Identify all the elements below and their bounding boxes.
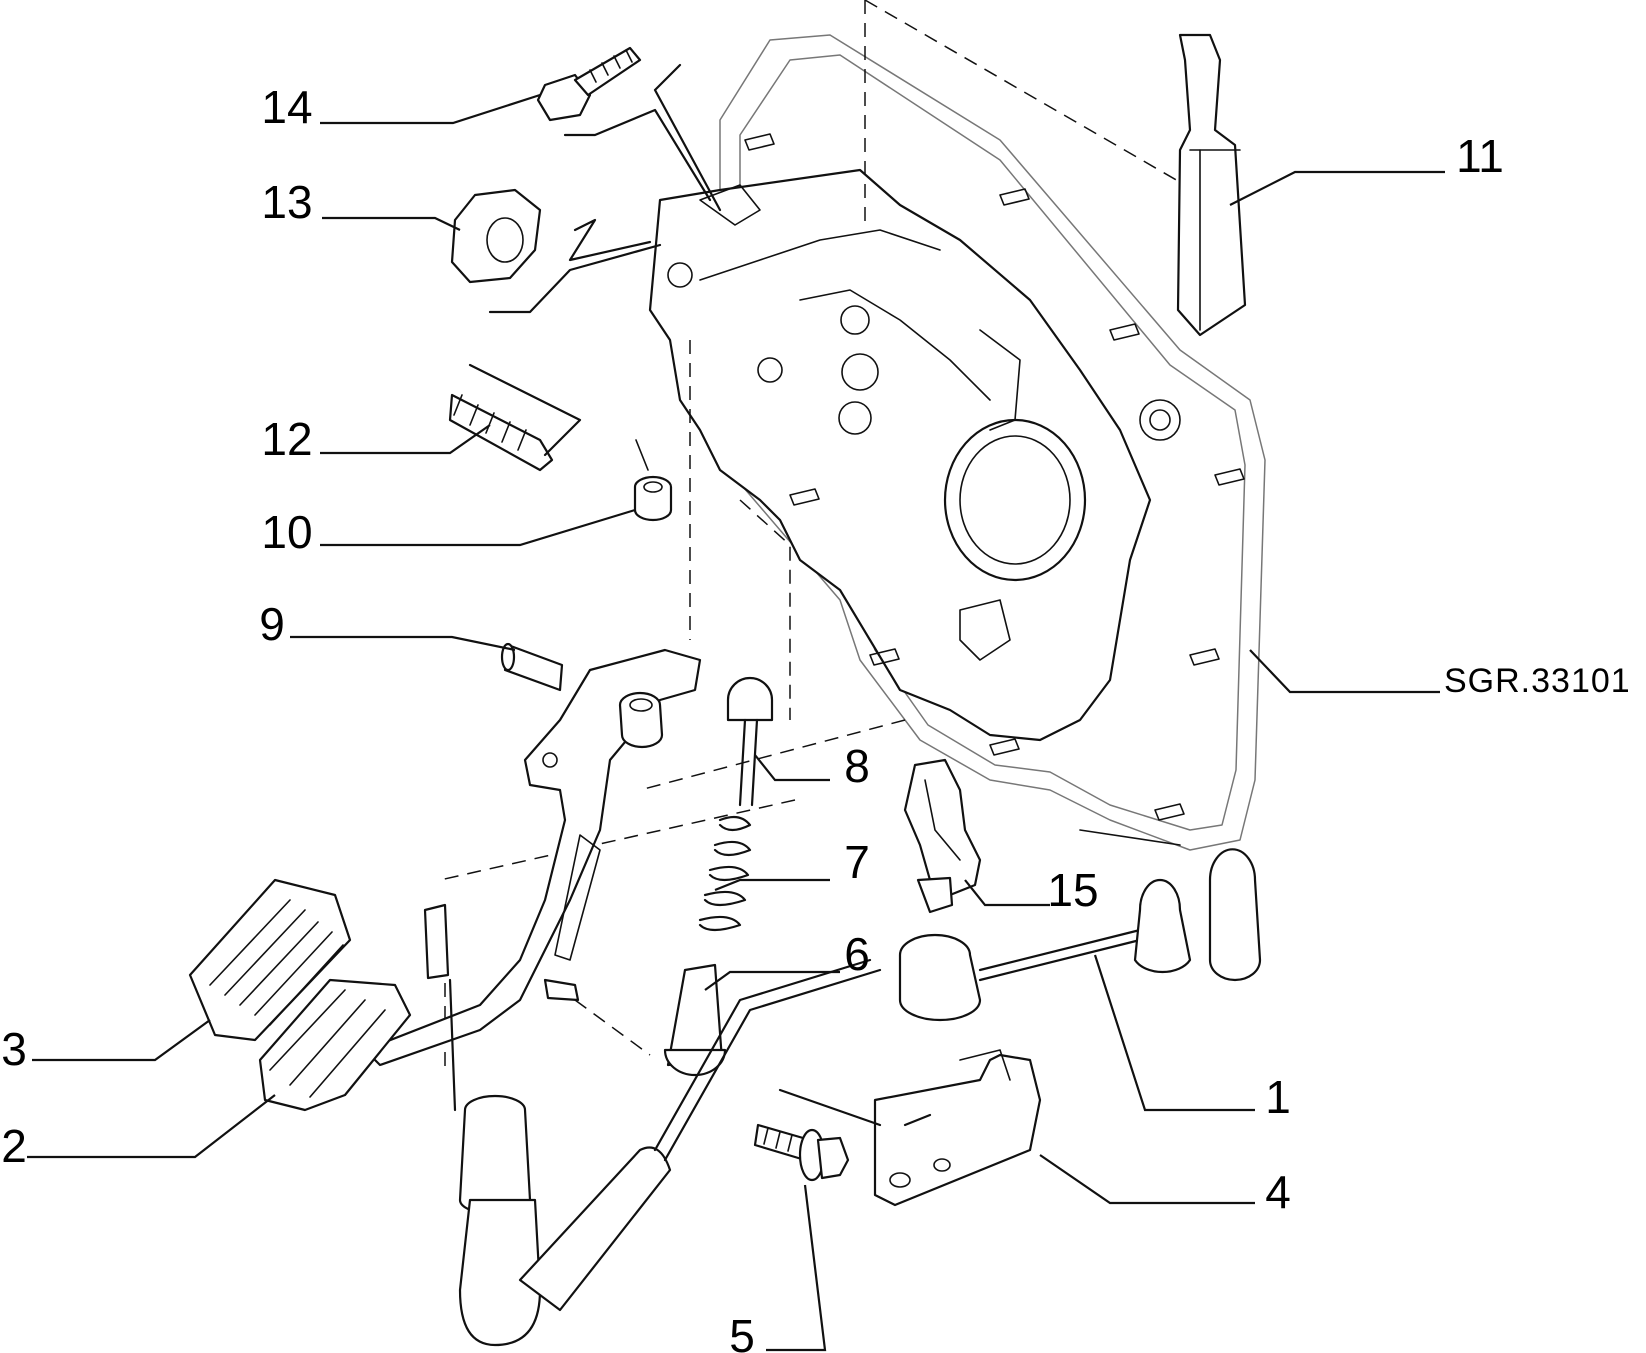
callout-2: 2 [1, 1120, 27, 1172]
bolt-part-5 [753, 1123, 850, 1182]
callout-leader-lines [27, 63, 1445, 1352]
callout-11: 11 [1456, 130, 1504, 182]
mounting-bracket-plate [648, 34, 1266, 851]
pedal-arm [363, 648, 702, 1067]
callout-12: 12 [261, 413, 312, 465]
pedal-pad-part-3 [188, 878, 352, 1042]
callout-8: 8 [844, 740, 870, 792]
callout-7: 7 [844, 836, 870, 888]
callout-labels: 1 2 3 4 5 6 7 8 9 10 11 12 13 14 15 SGR.… [1, 81, 1631, 1353]
callout-15: 15 [1047, 864, 1098, 916]
spring-pin-part-12 [448, 363, 582, 472]
callout-13: 13 [261, 176, 312, 228]
callout-3: 3 [1, 1023, 27, 1075]
bracket-part-4 [778, 1049, 1042, 1207]
hydraulic-line-part-1 [423, 848, 1262, 1347]
assembly-guide-lines [439, 0, 1186, 1075]
callout-10: 10 [261, 506, 312, 558]
spring-part-7 [698, 815, 752, 932]
callout-6: 6 [844, 928, 870, 980]
callout-4: 4 [1265, 1166, 1291, 1218]
bush-part-10 [633, 439, 673, 522]
drawing-code: SGR.33101 [1444, 662, 1631, 700]
callout-1: 1 [1265, 1071, 1291, 1123]
callout-5: 5 [729, 1310, 755, 1353]
sleeve-part-9 [500, 642, 564, 692]
push-rod-part-8 [726, 676, 774, 807]
callout-9: 9 [259, 598, 285, 650]
bolt-part-14 [536, 46, 642, 122]
nut-part-13 [450, 188, 542, 284]
clip-part-15 [903, 758, 982, 914]
switch-part-11 [1176, 33, 1247, 337]
rubber-pad-part-2 [258, 978, 412, 1112]
callout-14: 14 [261, 81, 312, 133]
stop-cap-part-6 [663, 963, 727, 1077]
